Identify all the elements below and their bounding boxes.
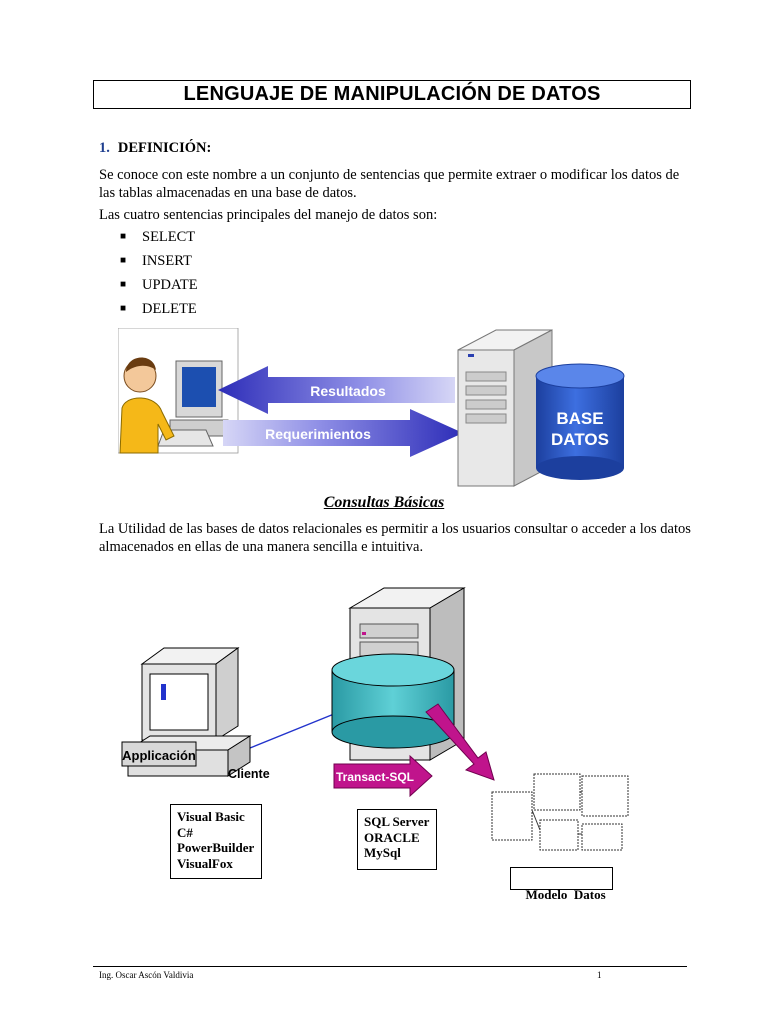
sql-architecture-diagram: Applicación Cliente Transact-SQL [121, 587, 629, 851]
diagonal-arrow [425, 703, 495, 781]
list-item: ■SELECT [120, 228, 198, 252]
server-name: MySql [364, 845, 401, 860]
statement-list: ■SELECT ■INSERT ■UPDATE ■DELETE [120, 228, 198, 324]
client-tool: VisualFox [177, 855, 233, 871]
section-title: DEFINICIÓN: [117, 140, 212, 156]
app-label-box [121, 741, 197, 767]
db-label-line-2: DATOS [551, 430, 609, 449]
list-item: ■DELETE [120, 300, 198, 324]
app-label: Applicación [122, 748, 196, 763]
bullet-icon: ■ [120, 255, 127, 266]
transact-sql-arrow: Transact-SQL [333, 754, 433, 798]
section-number: 1. [99, 140, 110, 156]
requests-arrow: Requerimientos [223, 409, 463, 457]
db-label-line-1: BASE [556, 409, 603, 428]
page-title: LENGUAJE DE MANIPULACIÓN DE DATOS [183, 83, 601, 105]
title-box: LENGUAJE DE MANIPULACIÓN DE DATOS [93, 80, 691, 109]
data-model-icon [491, 773, 629, 851]
paragraph-1-line-2: las tablas almacenadas en una base de da… [99, 185, 357, 201]
results-arrow: Resultados [218, 366, 455, 414]
paragraph-1-line-1: Se conoce con este nombre a un conjunto … [99, 167, 680, 183]
footer-page-number: 1 [597, 970, 602, 980]
database-cylinder-icon [331, 653, 455, 749]
paragraph-2: Las cuatro sentencias principales del ma… [99, 207, 438, 223]
server-name: ORACLE [364, 829, 420, 845]
user-workstation-icon [118, 328, 239, 454]
server-name: SQL Server [364, 814, 430, 829]
client-tool: C# [177, 824, 193, 840]
footer-divider [93, 966, 687, 967]
bullet-icon: ■ [120, 303, 127, 314]
servers-box: SQL Server ORACLE MySql [357, 809, 437, 870]
paragraph-3-line-2: almacenados en ellas de una manera senci… [99, 539, 424, 555]
database-cylinder-icon: BASE DATOS [535, 363, 625, 480]
client-tool: Visual Basic [177, 809, 245, 824]
paragraph-1: Se conoce con este nombre a un conjunto … [99, 166, 679, 202]
transact-label: Transact-SQL [336, 770, 414, 784]
bullet-icon: ■ [120, 231, 127, 242]
subheading: Consultas Básicas [323, 494, 445, 511]
client-label: Cliente [228, 767, 270, 781]
client-tools-box: Visual Basic C# PowerBuilder VisualFox [170, 804, 262, 879]
requests-label: Requerimientos [265, 426, 371, 442]
client-tool: PowerBuilder [177, 840, 255, 855]
paragraph-3: La Utilidad de las bases de datos relaci… [99, 520, 691, 556]
list-item: ■UPDATE [120, 276, 198, 300]
results-label: Resultados [310, 383, 386, 399]
list-item: ■INSERT [120, 252, 198, 276]
model-label: Modelo Datos [525, 886, 606, 902]
paragraph-3-line-1: La Utilidad de las bases de datos relaci… [99, 521, 691, 537]
server-tower-icon [457, 329, 553, 487]
model-label-box: Modelo Datos [510, 867, 613, 902]
footer-author: Ing. Oscar Ascón Valdivia [99, 970, 194, 980]
client-server-diagram: Resultados Requerimientos BASE DATOS [118, 328, 625, 487]
connection-line [249, 713, 335, 749]
bullet-icon: ■ [120, 279, 127, 290]
client-computer-icon [126, 647, 252, 777]
section-heading: 1. DEFINICIÓN: [99, 140, 211, 157]
